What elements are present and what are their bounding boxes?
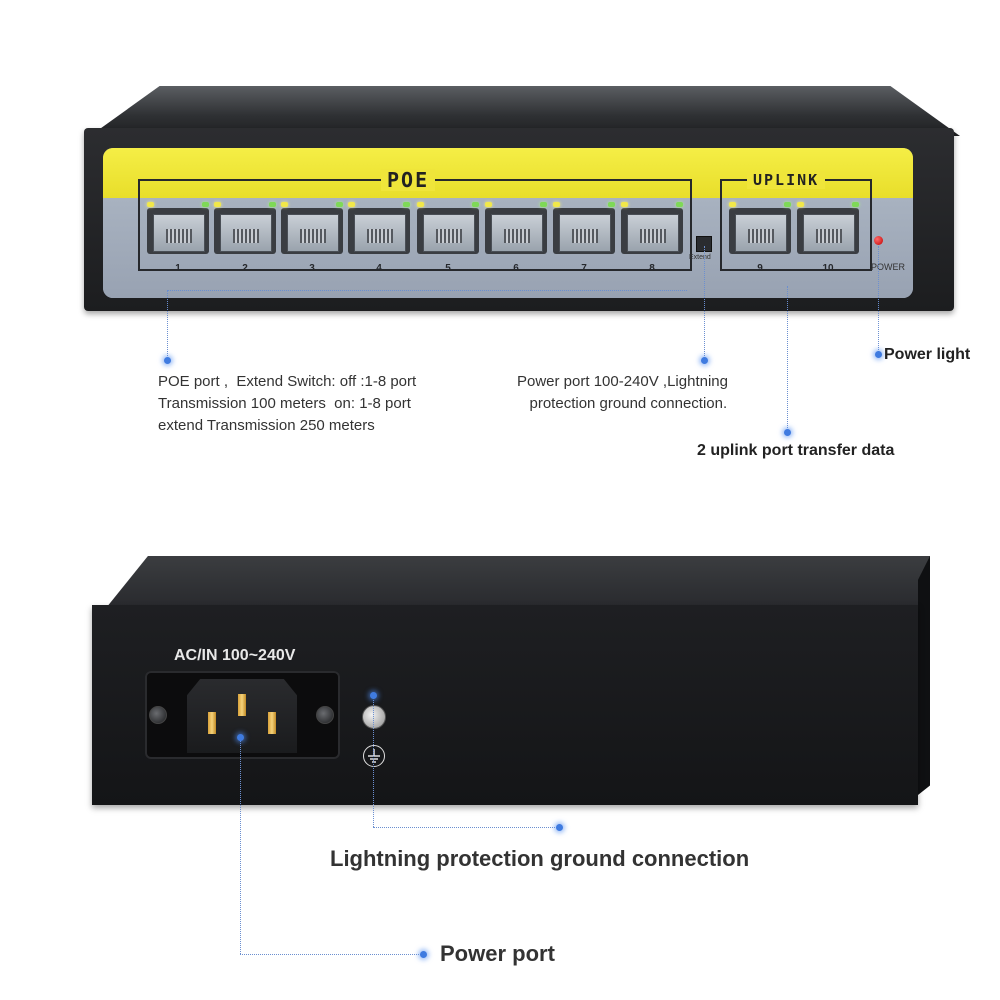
- poe-port-7[interactable]: [553, 208, 615, 254]
- inlet-pin-ground: [238, 694, 246, 716]
- extend-label: Extend: [689, 254, 711, 261]
- port-8-link-led: [621, 202, 628, 207]
- back-switch-side: [918, 556, 930, 795]
- power-callout-hline: [240, 954, 423, 955]
- poe-group-label: POE: [381, 169, 436, 191]
- uplink-callout-dot: [784, 429, 791, 436]
- port-1-link-led: [147, 202, 154, 207]
- ground-callout-dot: [556, 824, 563, 831]
- port-number-6: 6: [513, 263, 519, 274]
- inlet-pin-right: [268, 712, 276, 734]
- power-light-callout-dot: [875, 351, 882, 358]
- power-led: [874, 236, 883, 245]
- front-panel: POE UPLINK 1 2 3 4 5 6 7 8 9 10 Extend P…: [103, 148, 913, 298]
- port-5-link-led: [417, 202, 424, 207]
- inlet-screw-right: [316, 706, 334, 724]
- port-5-poe-led: [472, 202, 479, 207]
- port-number-8: 8: [649, 263, 655, 274]
- port-4-poe-led: [403, 202, 410, 207]
- front-switch-top: [90, 86, 960, 136]
- uplink-group-label: UPLINK: [747, 171, 826, 189]
- port-number-5: 5: [445, 263, 451, 274]
- lightning-ground-note: Lightning protection ground connection: [330, 846, 750, 871]
- port-3-link-led: [281, 202, 288, 207]
- port-7-link-led: [553, 202, 560, 207]
- poe-port-4[interactable]: [348, 208, 410, 254]
- poe-port-2[interactable]: [214, 208, 276, 254]
- power-port-note: Power port 100-240V ,Lightning protectio…: [517, 373, 728, 412]
- inlet-pin-left: [208, 712, 216, 734]
- port-10-link-led: [797, 202, 804, 207]
- poe-callout-line: [167, 290, 168, 360]
- port-number-9: 9: [757, 263, 763, 274]
- poe-callout-dot: [164, 357, 171, 364]
- ground-symbol-icon: [363, 745, 385, 767]
- port-2-link-led: [214, 202, 221, 207]
- power-callout-top-dot: [237, 734, 244, 741]
- port-number-3: 3: [309, 263, 315, 274]
- power-light-note: Power light: [884, 346, 971, 363]
- power-callout-dot: [420, 951, 427, 958]
- uplink-callout-line: [787, 286, 788, 432]
- port-9-act-led: [784, 202, 791, 207]
- poe-group-bracket-bottom: [138, 269, 692, 271]
- port-6-link-led: [485, 202, 492, 207]
- port-number-7: 7: [581, 263, 587, 274]
- port-number-1: 1: [175, 263, 181, 274]
- port-number-10: 10: [822, 263, 834, 274]
- power-port-callout-line: [704, 246, 705, 360]
- port-number-4: 4: [376, 263, 382, 274]
- port-2-poe-led: [269, 202, 276, 207]
- poe-port-5[interactable]: [417, 208, 479, 254]
- poe-port-note: POE port , Extend Switch: off :1-8 port …: [158, 373, 417, 434]
- inlet-screw-left: [149, 706, 167, 724]
- ground-callout-hline: [373, 827, 559, 828]
- power-port-callout-dot: [701, 357, 708, 364]
- ac-input-label: AC/IN 100~240V: [174, 647, 296, 664]
- port-3-poe-led: [336, 202, 343, 207]
- port-7-poe-led: [608, 202, 615, 207]
- uplink-port-10[interactable]: [797, 208, 859, 254]
- ground-screw[interactable]: [362, 705, 386, 729]
- poe-port-3[interactable]: [281, 208, 343, 254]
- ground-callout-line: [373, 695, 374, 827]
- uplink-group-bracket-bottom: [720, 269, 872, 271]
- poe-port-1[interactable]: [147, 208, 209, 254]
- ground-callout-top-dot: [370, 692, 377, 699]
- poe-port-6[interactable]: [485, 208, 547, 254]
- uplink-port-9[interactable]: [729, 208, 791, 254]
- power-label: POWER: [871, 262, 906, 272]
- port-1-poe-led: [202, 202, 209, 207]
- port-10-act-led: [852, 202, 859, 207]
- port-6-poe-led: [540, 202, 547, 207]
- power-inlet-socket[interactable]: [187, 679, 297, 753]
- port-9-link-led: [729, 202, 736, 207]
- power-port-label: Power port: [440, 941, 555, 966]
- poe-callout-hline: [167, 290, 687, 291]
- port-4-link-led: [348, 202, 355, 207]
- poe-port-8[interactable]: [621, 208, 683, 254]
- uplink-note: 2 uplink port transfer data: [697, 442, 895, 459]
- port-number-2: 2: [242, 263, 248, 274]
- power-callout-line: [240, 737, 241, 954]
- power-light-callout-line: [878, 246, 879, 354]
- port-8-poe-led: [676, 202, 683, 207]
